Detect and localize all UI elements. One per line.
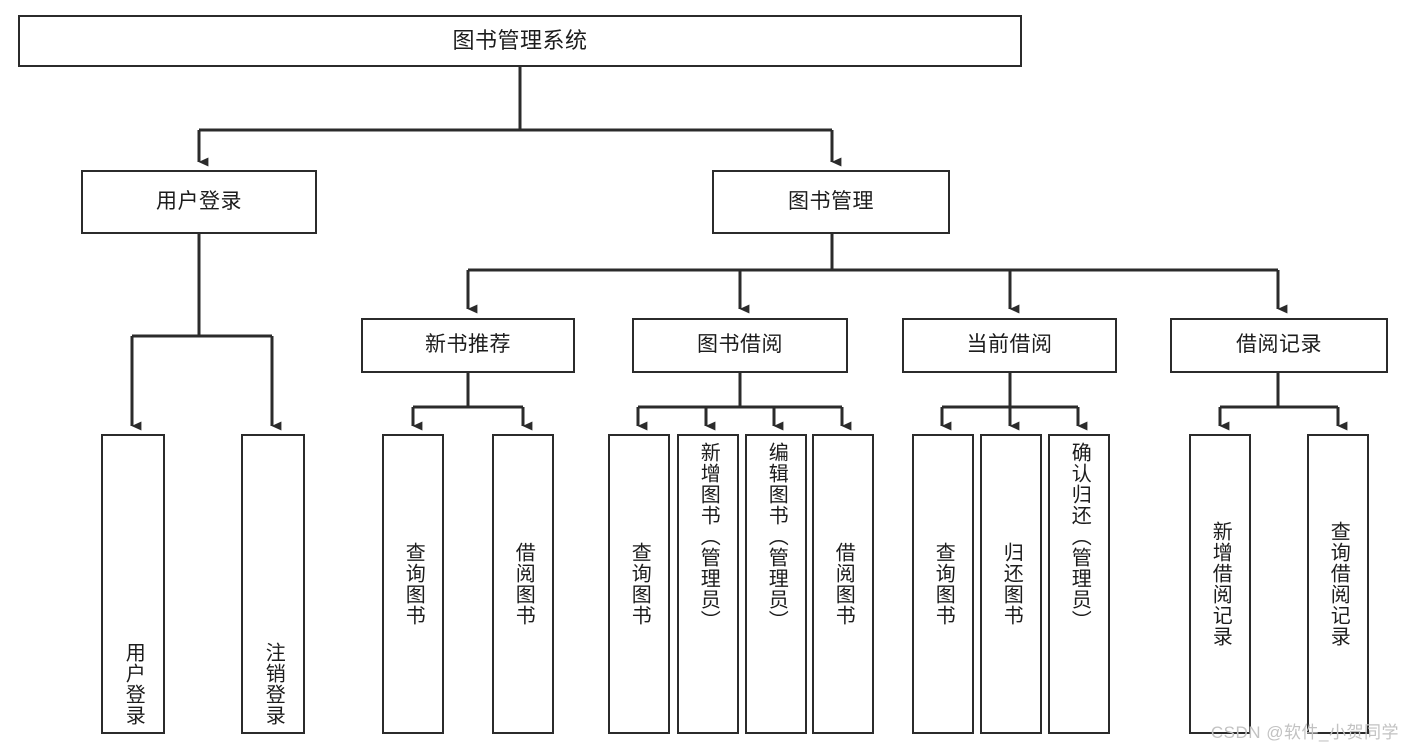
node-label: 借阅图书 [512,542,535,626]
node-label: 注销登录 [262,642,285,726]
leaf-user-login[interactable]: 用户登录 [101,434,165,734]
leaf-confirm-return[interactable]: 确认归还（管理员） [1048,434,1110,734]
leaf-query-book-2[interactable]: 查询图书 [608,434,670,734]
leaf-edit-book[interactable]: 编辑图书（管理员） [745,434,807,734]
node-label: 编辑图书（管理员） [765,442,788,631]
node-label: 查询图书 [628,542,651,626]
node-book-manage[interactable]: 图书管理 [712,170,950,234]
node-label: 查询图书 [402,542,425,626]
node-label: 图书管理 [788,189,874,213]
node-borrow-record[interactable]: 借阅记录 [1170,318,1388,373]
node-label: 归还图书 [1000,542,1023,626]
node-label: 新增图书（管理员） [697,442,720,631]
node-user-login[interactable]: 用户登录 [81,170,317,234]
node-label: 借阅图书 [832,542,855,626]
node-label: 新增借阅记录 [1209,521,1232,647]
node-label: 图书管理系统 [452,28,588,54]
node-current-borrow[interactable]: 当前借阅 [902,318,1117,373]
leaf-add-book[interactable]: 新增图书（管理员） [677,434,739,734]
leaf-user-logout[interactable]: 注销登录 [241,434,305,734]
node-label: 借阅记录 [1236,333,1322,357]
node-book-borrow[interactable]: 图书借阅 [632,318,848,373]
node-label: 图书借阅 [697,333,783,357]
node-root-system[interactable]: 图书管理系统 [18,15,1022,67]
leaf-borrow-book-1[interactable]: 借阅图书 [492,434,554,734]
watermark-text: CSDN @软件_小贺同学 [1210,723,1399,742]
node-label: 查询图书 [932,542,955,626]
leaf-return-book[interactable]: 归还图书 [980,434,1042,734]
node-label: 用户登录 [122,642,145,726]
leaf-query-record[interactable]: 查询借阅记录 [1307,434,1369,734]
node-label: 确认归还（管理员） [1068,442,1091,631]
node-label: 用户登录 [156,189,242,213]
node-label: 查询借阅记录 [1327,521,1350,647]
leaf-query-book-1[interactable]: 查询图书 [382,434,444,734]
leaf-query-book-3[interactable]: 查询图书 [912,434,974,734]
node-label: 当前借阅 [966,333,1053,357]
node-label: 新书推荐 [425,333,511,357]
node-new-book-recommend[interactable]: 新书推荐 [361,318,575,373]
leaf-add-record[interactable]: 新增借阅记录 [1189,434,1251,734]
leaf-borrow-book-2[interactable]: 借阅图书 [812,434,874,734]
